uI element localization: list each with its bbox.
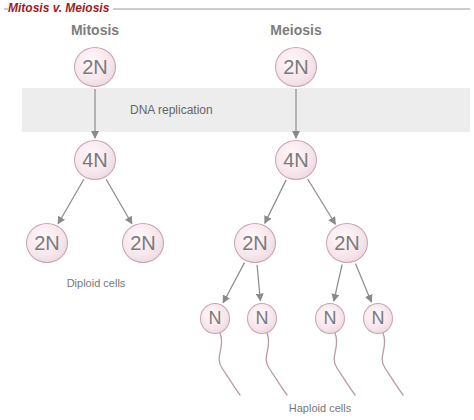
diagram-title: Mitosis v. Meiosis (8, 1, 113, 15)
ploidy-label: N (324, 309, 337, 327)
cell-circle: 4N (275, 140, 317, 180)
sperm-tail (382, 333, 403, 395)
ploidy-label: N (256, 309, 269, 327)
division-arrow (355, 263, 371, 301)
division-arrow (265, 180, 286, 223)
cell-circle: 2N (26, 223, 68, 263)
cell-circle: 2N (74, 47, 116, 87)
ploidy-label: 2N (82, 57, 108, 77)
cell-circle: 2N (275, 47, 317, 87)
ploidy-label: 2N (242, 233, 268, 253)
ploidy-label: 4N (82, 150, 108, 170)
ploidy-label: 2N (283, 57, 309, 77)
cell-circle: 2N (122, 223, 164, 263)
division-arrow (106, 179, 132, 224)
ploidy-label: 4N (283, 150, 309, 170)
ploidy-label: 2N (334, 233, 360, 253)
cell-circle: 2N (326, 223, 368, 263)
sperm-tail (266, 333, 287, 395)
division-arrow (295, 89, 296, 138)
haploid-cell: N (200, 303, 230, 334)
cell-circle: 2N (234, 223, 276, 263)
process-band: DNA replication (22, 88, 470, 132)
division-arrow (334, 265, 342, 301)
cell-circle: 4N (74, 140, 116, 180)
cell-type-label: Haploid cells (289, 402, 351, 414)
haploid-cell: N (363, 303, 393, 334)
division-arrow (223, 263, 244, 303)
cell-type-label: Diploid cells (67, 277, 126, 289)
ploidy-label: N (209, 309, 222, 327)
ploidy-label: 2N (130, 233, 156, 253)
sperm-tail (219, 333, 240, 395)
column-heading: Mitosis (71, 22, 119, 38)
haploid-cell: N (247, 303, 277, 334)
ploidy-label: 2N (34, 233, 60, 253)
haploid-cell: N (315, 303, 345, 334)
band-label: DNA replication (22, 103, 213, 117)
division-arrow (257, 265, 260, 301)
division-arrow (308, 179, 336, 224)
division-arrow (58, 179, 84, 224)
division-arrow (94, 89, 95, 138)
ploidy-label: N (372, 309, 385, 327)
column-heading: Meiosis (270, 22, 321, 38)
sperm-tail (334, 333, 355, 395)
